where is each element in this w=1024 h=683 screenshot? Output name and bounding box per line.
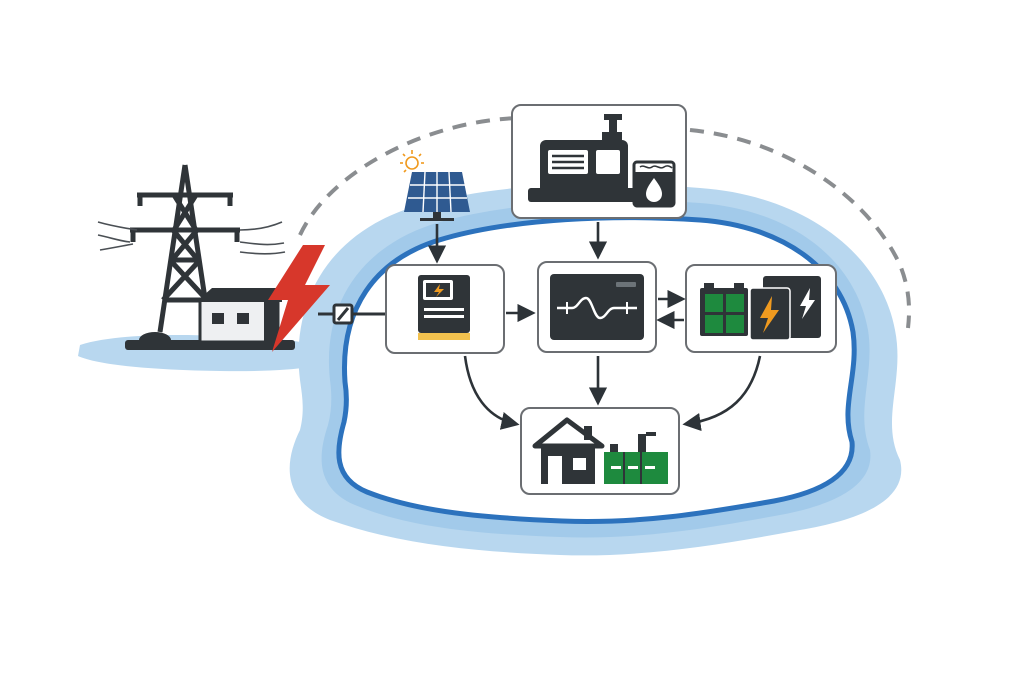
lightning-bolt-icon [268, 245, 330, 352]
house-and-facility-icon [532, 417, 668, 484]
disconnect-switch-icon [332, 303, 354, 325]
transmission-tower-icon [130, 164, 240, 333]
arrow-inverter-to-loads [463, 355, 520, 430]
diesel-generator-icon [528, 114, 638, 202]
sun-icon [400, 150, 424, 173]
battery-storage-icon [700, 276, 821, 341]
arrow-storage-to-loads [682, 355, 762, 432]
grid-dashed-link [298, 116, 912, 329]
solar-inverter-icon [418, 275, 470, 340]
fuel-tank-icon [632, 160, 676, 208]
microgrid-boundary [336, 215, 857, 524]
substation-building-icon [196, 288, 282, 344]
power-lines [97, 221, 286, 255]
microgrid-controller-icon [550, 274, 644, 340]
solar-panel-icon [400, 150, 470, 221]
